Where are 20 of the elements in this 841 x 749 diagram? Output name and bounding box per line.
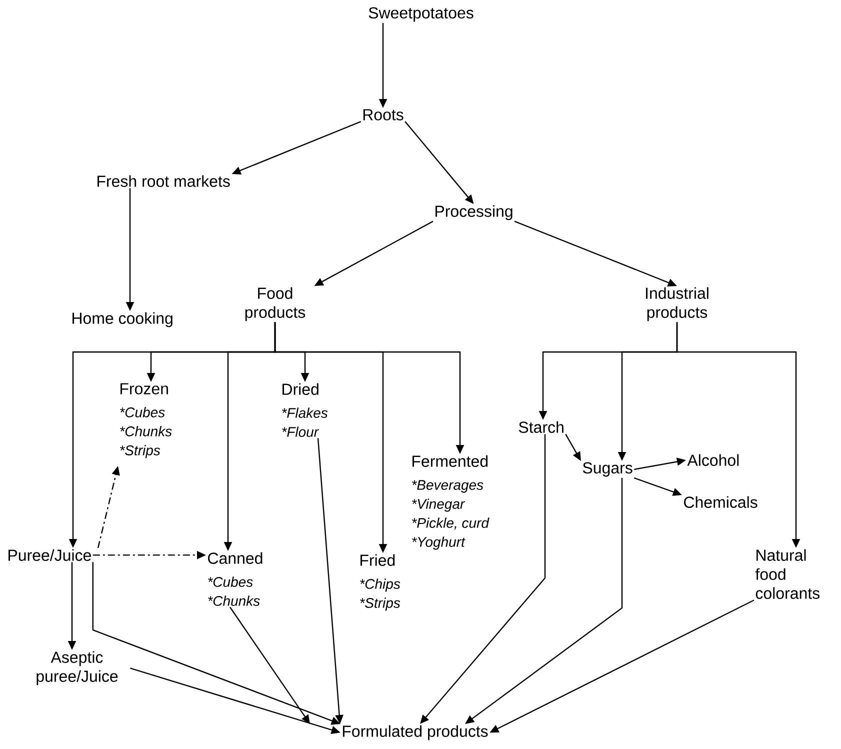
- category-label: Canned *Cubes *Chunks: [208, 552, 262, 606]
- category-label: Dried *Flakes *Flour: [282, 383, 328, 437]
- category-label: Fresh root markets: [98, 175, 230, 187]
- category-label: Frozen *Cubes *Chunks *Strips: [120, 383, 172, 458]
- category-label: Natural food colorants: [755, 549, 820, 599]
- category-label: Industrial products: [646, 287, 708, 322]
- category-label: Puree/Juice: [8, 549, 91, 561]
- category-label: Chemicals: [684, 496, 758, 508]
- category-label: Starch: [518, 421, 564, 433]
- category-label: Fermented *Beverages *Vinegar *Pickle, curd *Yoghurt: [412, 455, 490, 550]
- category-label: Sugars: [582, 462, 632, 477]
- category-label: Food products: [245, 287, 306, 322]
- category-label: Processing: [436, 205, 512, 220]
- category-label: Sweetpotatoes: [368, 7, 474, 22]
- category-label: Formulated products: [342, 725, 488, 740]
- category-label: Fried *Chips *Strips: [360, 554, 400, 611]
- category-label: Alcohol: [687, 454, 739, 466]
- category-label: Home cooking: [72, 312, 172, 328]
- category-label: Roots: [363, 109, 404, 120]
- category-label: Aseptic puree/Juice: [36, 651, 118, 686]
